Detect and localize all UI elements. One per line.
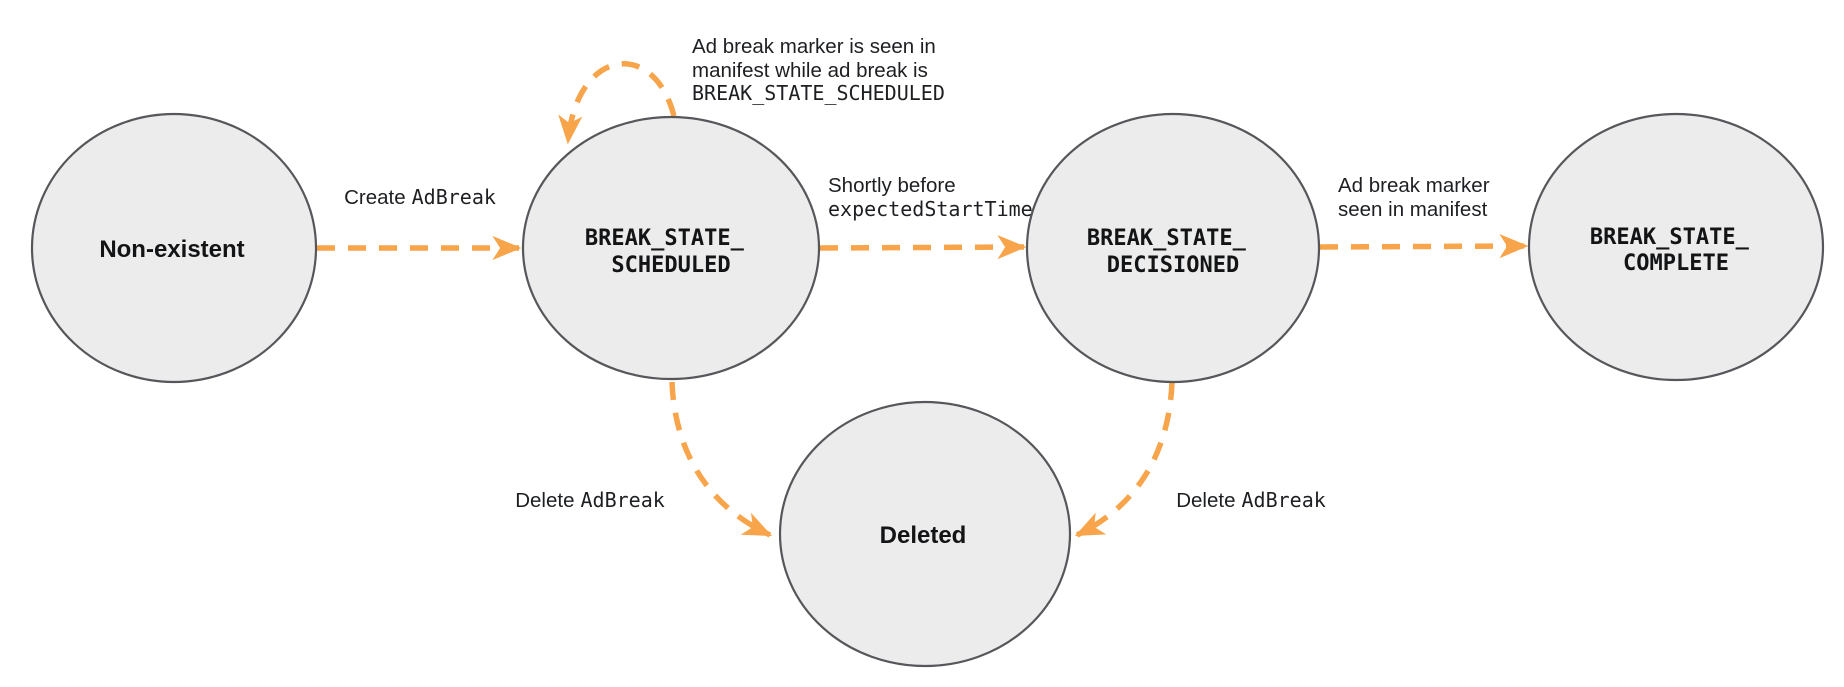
state-break-state-scheduled: BREAK_STATE_ SCHEDULED xyxy=(521,115,821,381)
state-label-non-existent: Non-existent xyxy=(99,236,244,263)
transition-label-delete-from-scheduled: Delete AdBreak xyxy=(515,488,665,512)
state-node-deleted xyxy=(778,400,1072,668)
marker-seen-label-line2: seen in manifest xyxy=(1338,198,1488,221)
scheduled-label-line1: BREAK_STATE_ xyxy=(585,226,745,251)
self-loop-label-line2: manifest while ad break is xyxy=(692,59,928,82)
transition-label-shortly-before: Shortly before expectedStartTime xyxy=(828,174,1033,221)
transition-delete-from-decisioned: Delete AdBreak xyxy=(1074,381,1326,538)
transition-arrow-shortly-before xyxy=(819,235,1027,260)
transition-arrow-delete-from-scheduled xyxy=(669,381,773,538)
transition-shortly-before: Shortly before expectedStartTime xyxy=(819,174,1033,260)
transition-label-create-code: AdBreak xyxy=(412,185,496,209)
complete-label-line2: COMPLETE xyxy=(1623,251,1729,276)
delete-right-label-text: Delete xyxy=(1176,489,1235,512)
state-non-existent: Non-existent xyxy=(30,112,318,384)
transition-marker-seen: Ad break marker seen in manifest xyxy=(1319,174,1529,259)
scheduled-label-line2: SCHEDULED xyxy=(611,253,730,278)
transition-label-self-loop: Ad break marker is seen in manifest whil… xyxy=(692,35,945,105)
delete-right-label-code: AdBreak xyxy=(1241,488,1325,512)
transition-label-marker-seen: Ad break marker seen in manifest xyxy=(1338,174,1494,221)
transition-label-delete-from-decisioned: Delete AdBreak xyxy=(1176,488,1326,512)
transition-arrow-marker-seen xyxy=(1319,234,1529,259)
delete-left-label-text: Delete xyxy=(515,489,574,512)
state-label-break-state-decisioned: BREAK_STATE_ DECISIONED xyxy=(1087,226,1259,278)
decisioned-label-line2: DECISIONED xyxy=(1107,253,1239,278)
shortly-label-line1: Shortly before xyxy=(828,174,956,197)
complete-label-line1: BREAK_STATE_ xyxy=(1590,225,1750,250)
state-node-break-state-scheduled xyxy=(521,115,821,381)
state-node-non-existent xyxy=(30,112,318,384)
transition-arrow-delete-from-decisioned xyxy=(1074,381,1175,538)
state-break-state-decisioned: BREAK_STATE_ DECISIONED xyxy=(1025,112,1321,384)
transition-self-loop: Ad break marker is seen in manifest whil… xyxy=(558,35,945,145)
shortly-label-line2: expectedStartTime xyxy=(828,197,1033,221)
state-break-state-complete: BREAK_STATE_ COMPLETE xyxy=(1527,112,1825,382)
marker-seen-label-line1: Ad break marker xyxy=(1338,174,1490,197)
state-node-break-state-complete xyxy=(1527,112,1825,382)
state-node-break-state-decisioned xyxy=(1025,112,1321,384)
transition-create: Create AdBreak xyxy=(317,185,522,261)
decisioned-label-line1: BREAK_STATE_ xyxy=(1087,226,1247,251)
transition-label-create-text: Create xyxy=(344,186,406,209)
state-label-deleted: Deleted xyxy=(880,522,967,549)
self-loop-label-line1: Ad break marker is seen in xyxy=(692,35,936,58)
transition-delete-from-scheduled: Delete AdBreak xyxy=(515,381,773,538)
state-deleted: Deleted xyxy=(778,400,1072,668)
state-label-break-state-scheduled: BREAK_STATE_ SCHEDULED xyxy=(585,226,757,278)
delete-left-label-code: AdBreak xyxy=(580,488,664,512)
transition-label-create: Create AdBreak xyxy=(344,185,496,209)
state-label-break-state-complete: BREAK_STATE_ COMPLETE xyxy=(1590,225,1762,276)
self-loop-label-line3: BREAK_STATE_SCHEDULED xyxy=(692,81,945,105)
